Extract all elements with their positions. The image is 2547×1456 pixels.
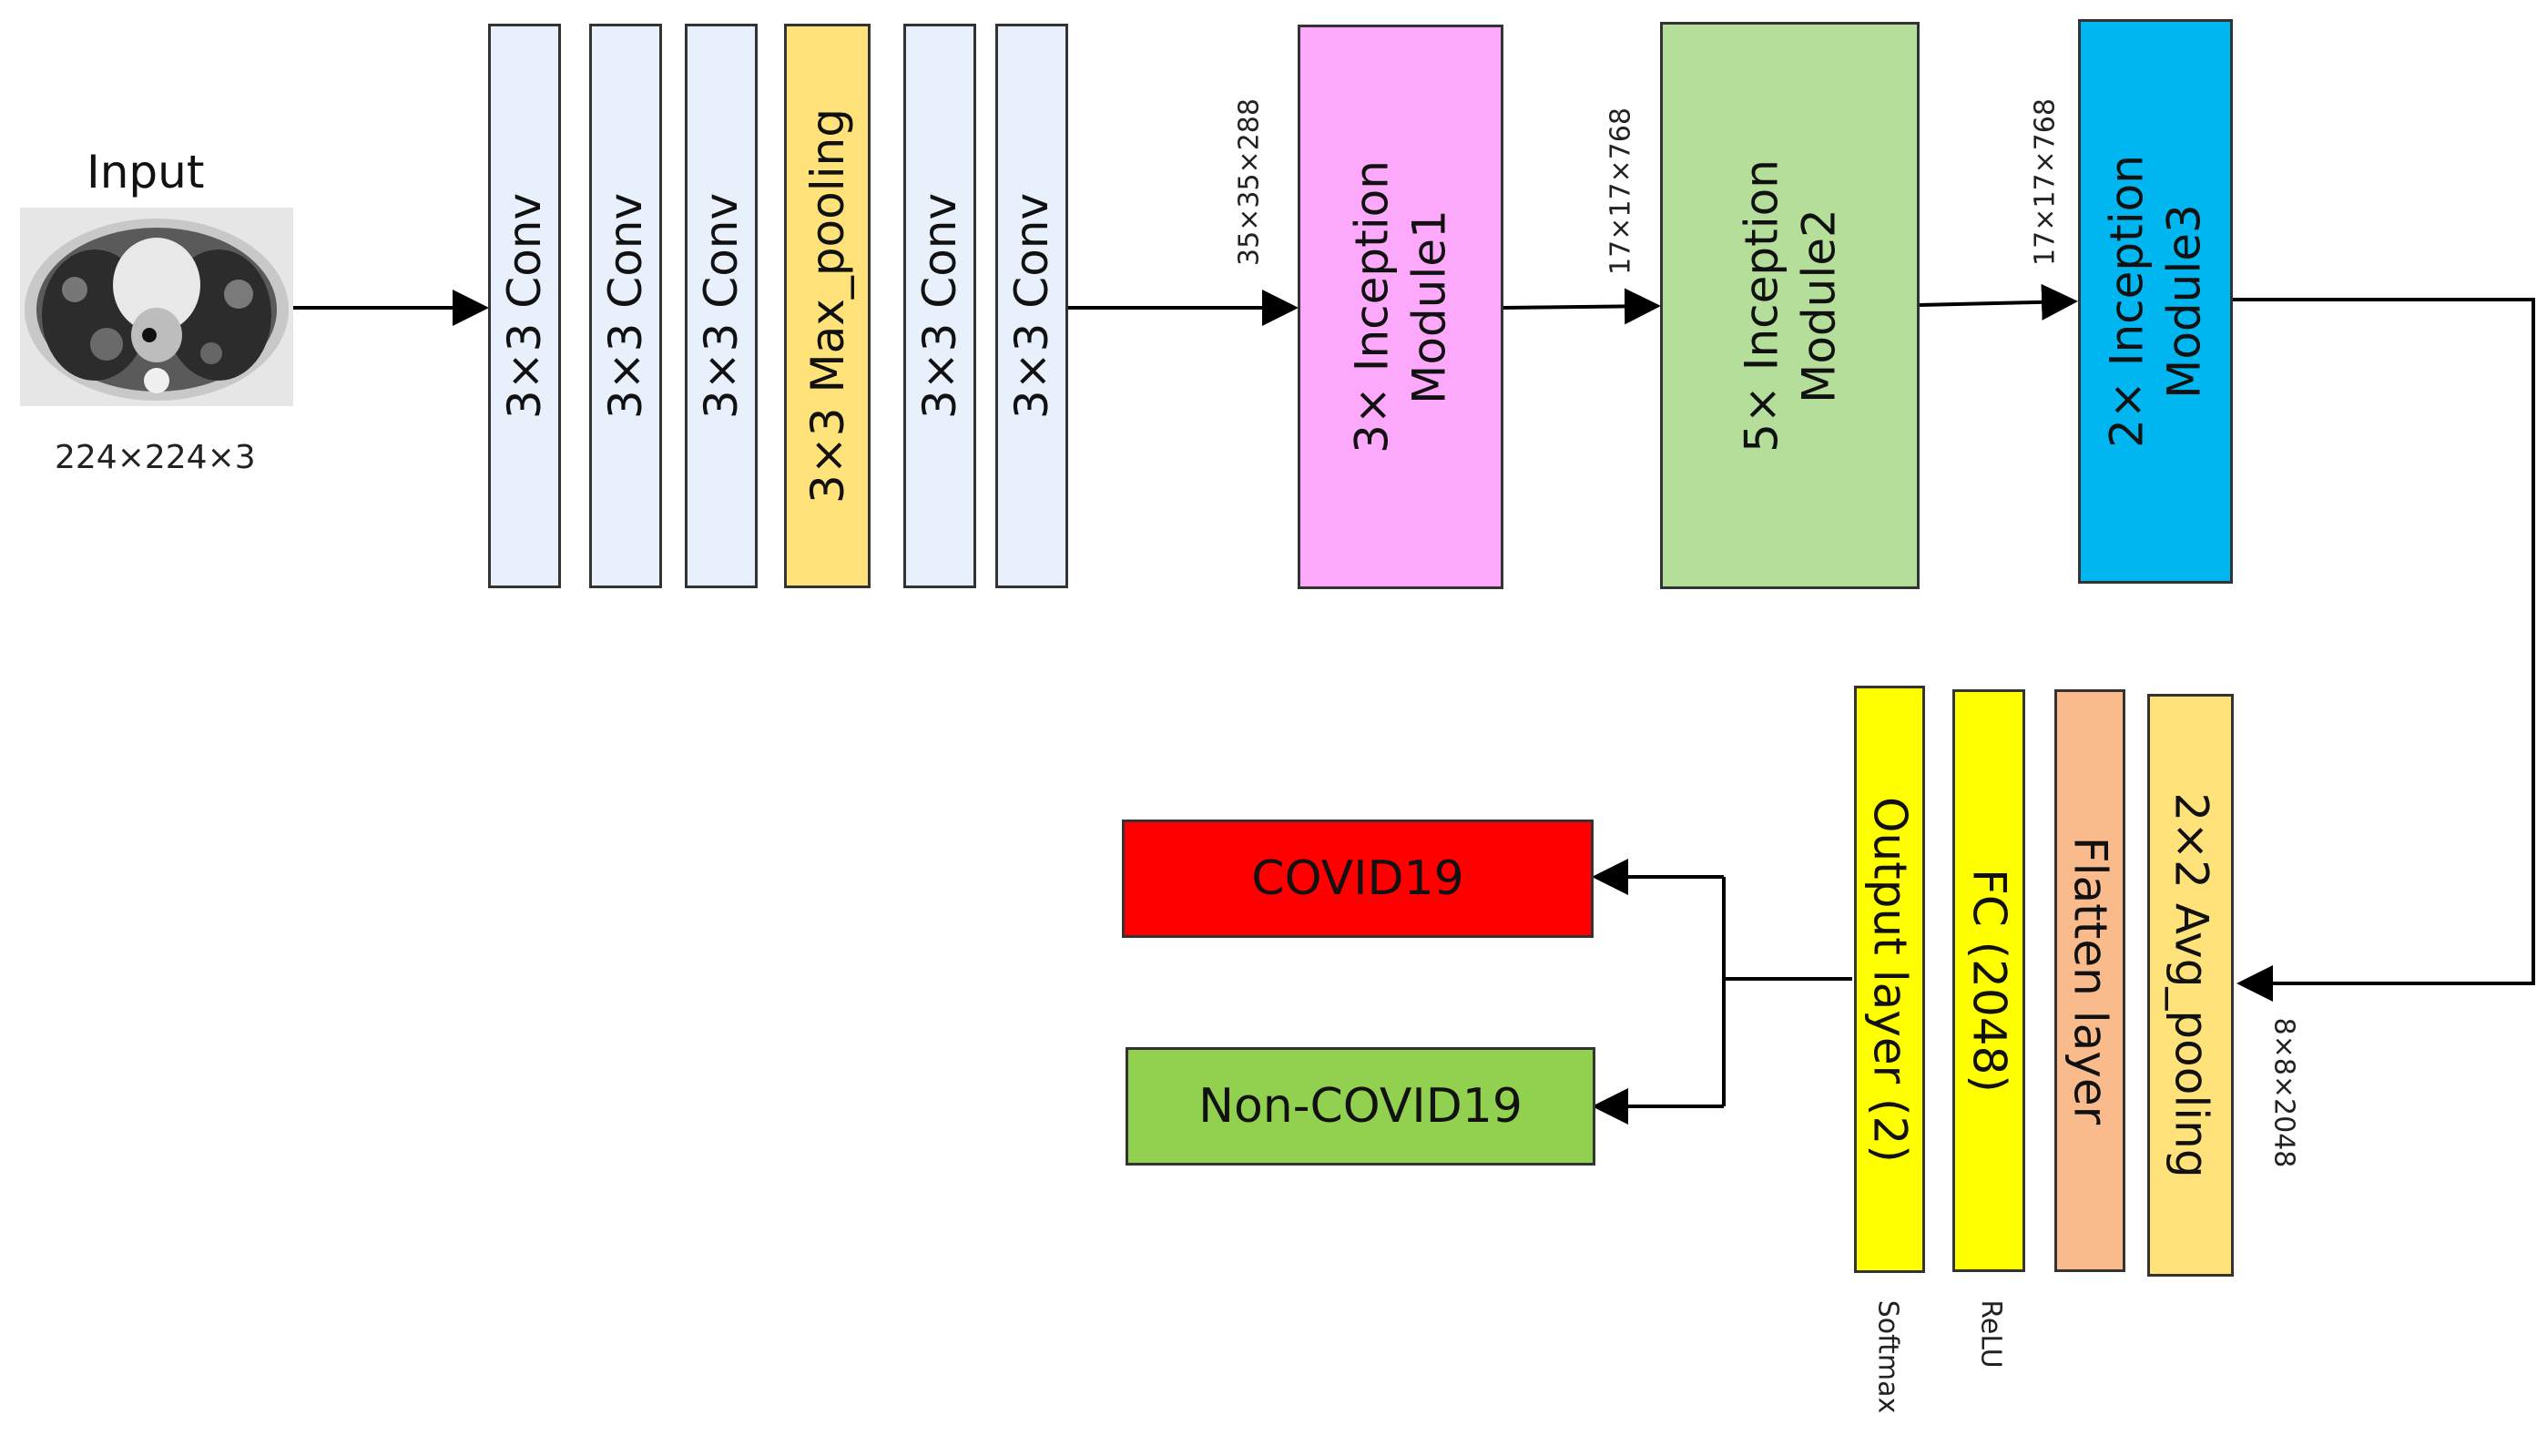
inception-module-2-line1: 5× Inception: [1735, 158, 1788, 453]
inception-module-1-line1: 3× Inception: [1345, 160, 1399, 453]
activation-fc: ReLU: [1974, 1299, 2007, 1369]
conv-block-5: 3×3 Conv: [995, 24, 1068, 588]
arrow-inception2-to-inception3: [1918, 283, 2078, 321]
class-non-covid19: Non-COVID19: [1126, 1047, 1595, 1166]
class-covid19: COVID19: [1122, 820, 1594, 938]
class-non-covid19-label: Non-COVID19: [1198, 1079, 1523, 1134]
inception-module-1-label: 3× Inception Module1: [1344, 160, 1458, 453]
conv-block-4: 3×3 Conv: [903, 24, 976, 588]
dim-after-inception3: 8×8×2048: [2267, 1017, 2300, 1168]
inception-module-2: 5× Inception Module2: [1660, 22, 1920, 589]
dim-after-conv: 35×35×288: [1233, 98, 1266, 266]
inception-module-2-line2: Module2: [1791, 208, 1845, 403]
maxpool-block: 3×3 Max_pooling: [784, 24, 871, 588]
input-title: Input: [87, 146, 205, 199]
fc-block-label: FC (2048): [1962, 869, 2016, 1093]
output-layer-label: Output layer (2): [1863, 796, 1917, 1163]
conv-block-1-label: 3×3 Conv: [497, 192, 551, 420]
inception-module-1: 3× Inception Module1: [1298, 25, 1503, 589]
chest-ct-scan-icon: [20, 208, 293, 406]
arrow-inception1-to-inception2: [1502, 288, 1661, 325]
maxpool-block-label: 3×3 Max_pooling: [800, 108, 854, 504]
conv-block-4-label: 3×3 Conv: [912, 192, 966, 420]
conv-block-2-label: 3×3 Conv: [598, 192, 652, 420]
conv-block-3-label: 3×3 Conv: [694, 192, 748, 420]
inception-module-3-label: 2× Inception Module3: [2099, 155, 2213, 448]
inception-module-3-line2: Module3: [2157, 204, 2210, 399]
inception-module-2-label: 5× Inception Module2: [1733, 159, 1847, 453]
dim-after-inception1: 17×17×768: [1605, 107, 1637, 275]
inception-module-3: 2× Inception Module3: [2078, 19, 2233, 584]
conv-block-2: 3×3 Conv: [589, 24, 662, 588]
conv-block-1: 3×3 Conv: [488, 24, 561, 588]
inception-module-1-line2: Module1: [1402, 209, 1455, 404]
output-layer-block: Output layer (2): [1854, 686, 1925, 1273]
flatten-block: Flatten layer: [2054, 689, 2125, 1272]
input-ct-image: [20, 208, 293, 406]
flatten-block-label: Flatten layer: [2063, 836, 2117, 1125]
input-size-label: 224×224×3: [55, 439, 256, 476]
class-covid19-label: COVID19: [1251, 851, 1464, 906]
fc-block: FC (2048): [1952, 689, 2025, 1272]
dim-after-inception2: 17×17×768: [2029, 98, 2062, 266]
inception-module-3-line1: 2× Inception: [2100, 155, 2154, 448]
conv-block-5-label: 3×3 Conv: [1004, 192, 1058, 420]
arrow-inception3-to-avgpool: [2231, 298, 2535, 1002]
avgpool-block: 2×2 Avg_pooling: [2147, 694, 2234, 1277]
activation-output: Softmax: [1871, 1299, 1904, 1414]
avgpool-block-label: 2×2 Avg_pooling: [2164, 792, 2217, 1178]
conv-block-3: 3×3 Conv: [685, 24, 758, 588]
